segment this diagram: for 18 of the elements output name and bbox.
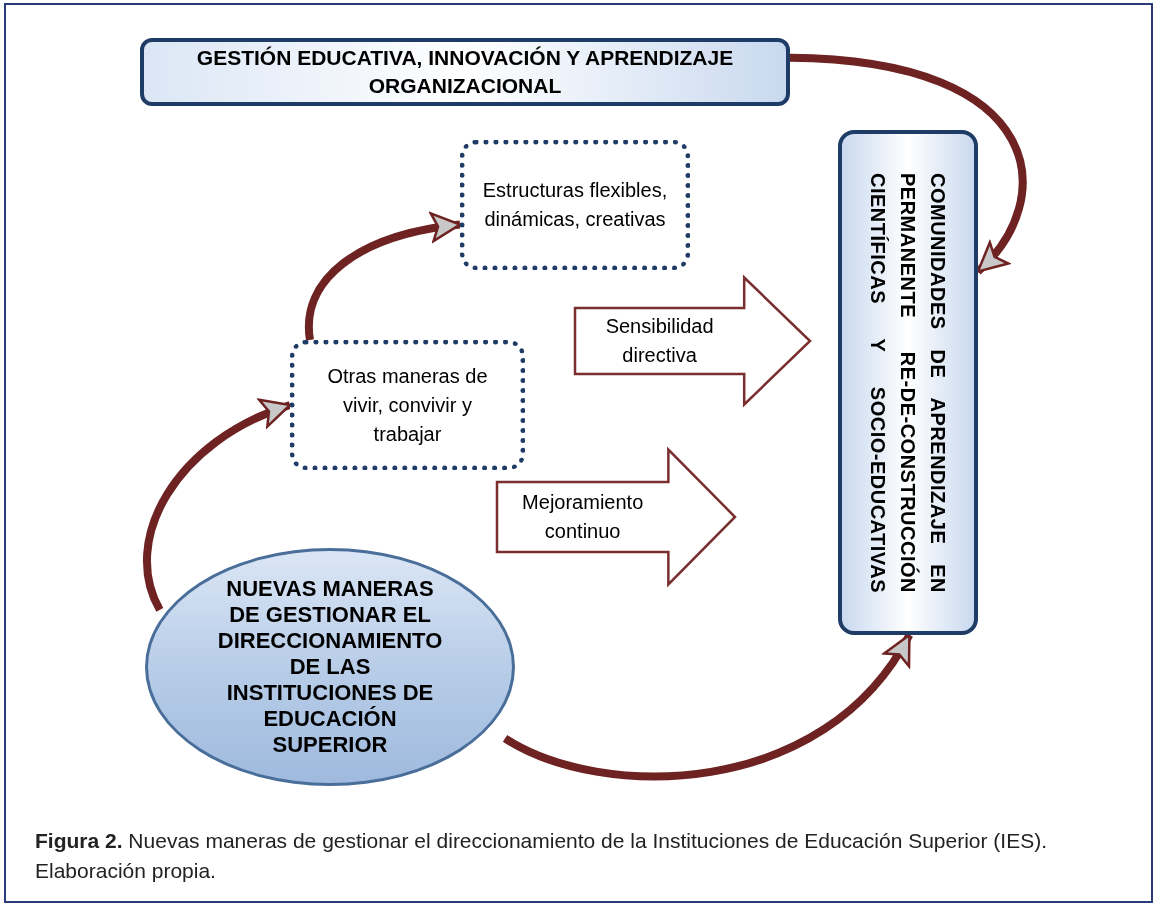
box-text: Otras maneras de vivir, convivir y trabajar (326, 363, 489, 447)
caption: Figura 2. Nuevas maneras de gestionar el direccionamiento de la Instituciones de Educación Superior (IES). Elaboración propia. (35, 829, 1048, 882)
vertical-box (838, 130, 978, 635)
edge-label: Mejoramiento continuo (521, 490, 645, 544)
vertical-text: COMUNIDADES DE APRENDIZAJE EN PERMANENTE RE-DE-CONSTRUCCIÓN CIENTÍFICAS Y SOCIO-EDUCATIVAS (866, 172, 950, 593)
block-arrow (495, 446, 737, 588)
ellipse-text: NUEVAS MANERAS DE GESTIONAR EL DIRECCIONAMIENTO DE LAS INSTITUCIONES DE EDUCACIÓN SUPERIOR (216, 576, 444, 758)
curved-arrow (143, 400, 292, 612)
box-text: Estructuras flexibles, dinámicas, creativas (481, 178, 669, 232)
curved-arrow (304, 213, 462, 341)
block-arrow (573, 274, 812, 408)
dotted-box (290, 340, 525, 470)
curved-arrow (503, 632, 913, 780)
dotted-box (460, 140, 690, 270)
edge-label: Sensibilidad directiva (604, 314, 715, 368)
banner-text: GESTIÓN EDUCATIVA, INNOVACIÓN Y APRENDIZAJE ORGANIZACIONAL (195, 45, 735, 99)
title-banner (140, 38, 790, 106)
curved-arrow (789, 53, 1027, 275)
